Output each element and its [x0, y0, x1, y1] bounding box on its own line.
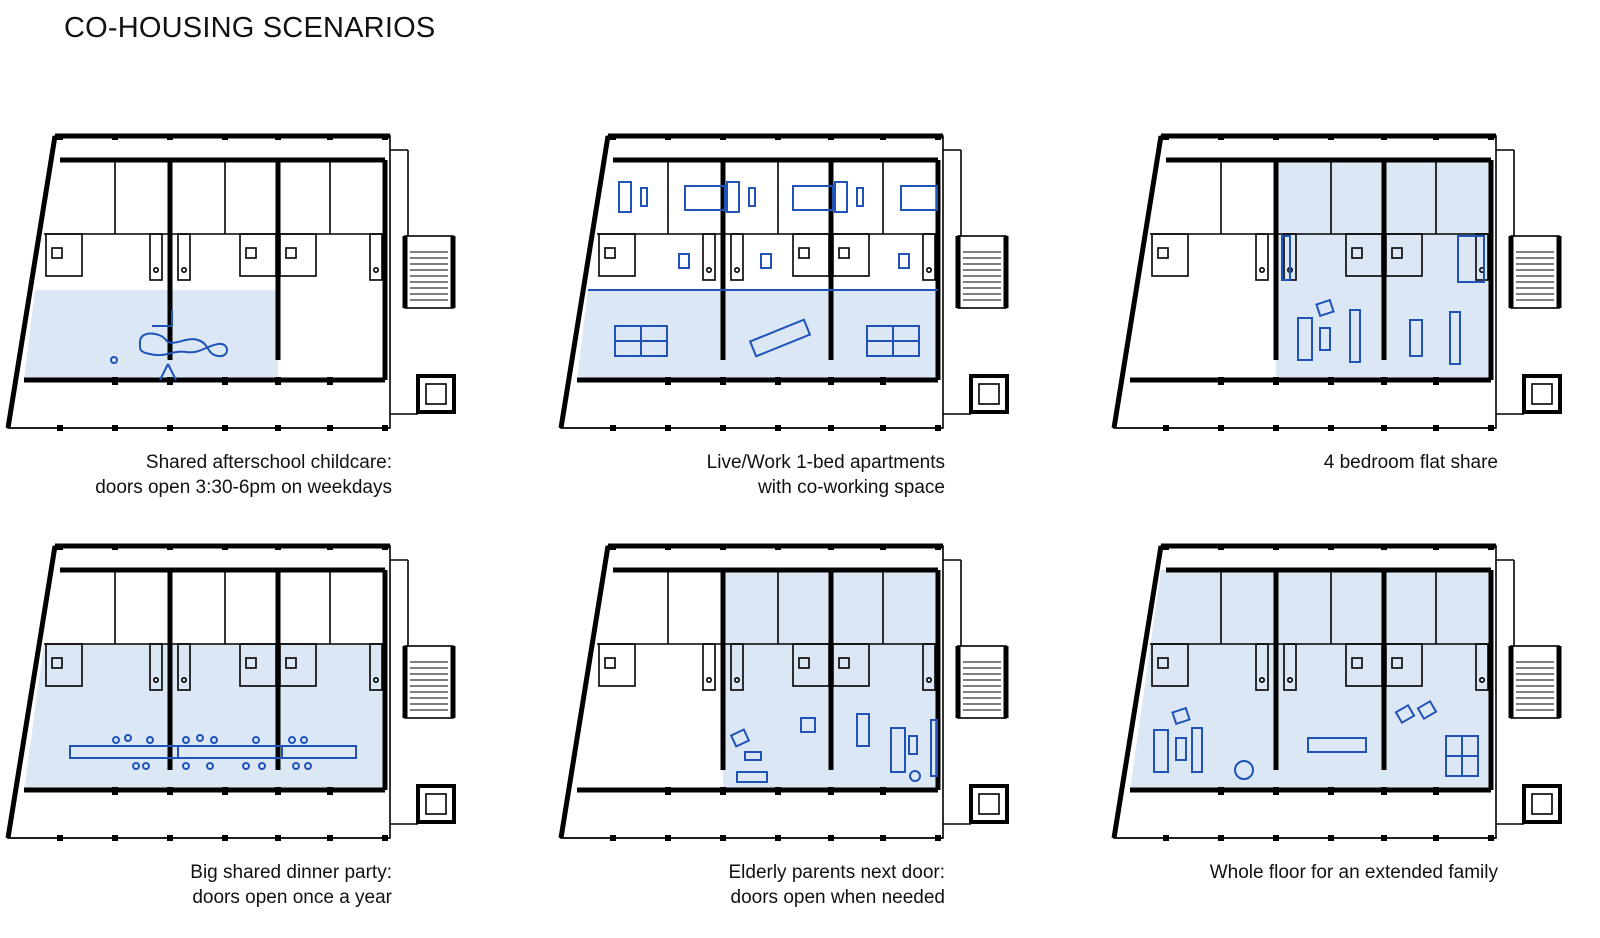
- scenario-caption-dinner-party: Big shared dinner party: doors open once…: [0, 860, 392, 910]
- shared-zone: [577, 290, 938, 380]
- page-title: CO-HOUSING SCENARIOS: [64, 12, 436, 44]
- caption-line-2: doors open once a year: [192, 887, 392, 908]
- caption-line-1: Elderly parents next door:: [728, 862, 945, 883]
- scenario-caption-live-work: Live/Work 1-bed apartments with co-worki…: [505, 450, 945, 500]
- floor-plan-extended-family: [1106, 540, 1586, 841]
- caption-line-1: Big shared dinner party:: [190, 862, 392, 883]
- desk-furniture: [588, 181, 938, 358]
- caption-line-1: Shared afterschool childcare:: [145, 452, 392, 473]
- floor-plan-live-work: [553, 130, 1033, 431]
- family-furniture: [1153, 699, 1479, 780]
- floor-plan-drawing: [1111, 543, 1562, 841]
- caption-line-1: 4 bedroom flat share: [1323, 452, 1498, 473]
- elderly-furniture: [729, 713, 938, 783]
- scenario-caption-elderly-parents: Elderly parents next door: doors open wh…: [505, 860, 945, 910]
- floor-plan-elderly-parents: [553, 540, 1033, 841]
- caption-line-1: Live/Work 1-bed apartments: [706, 452, 945, 473]
- plan-base: [1111, 133, 1562, 431]
- shared-zone: [24, 644, 385, 790]
- floor-plan-drawing: [558, 133, 1009, 431]
- scenario-caption-extended-family: Whole floor for an extended family: [1058, 860, 1498, 885]
- scenario-caption-flat-share: 4 bedroom flat share: [1058, 450, 1498, 475]
- caption-line-1: Whole floor for an extended family: [1209, 862, 1498, 883]
- floor-plan-drawing: [5, 133, 456, 431]
- floor-plan-drawing: [5, 543, 456, 841]
- plan-base: [558, 133, 1009, 431]
- floor-plan-drawing: [1111, 133, 1562, 431]
- plan-base: [5, 543, 456, 841]
- plan-base: [558, 543, 1009, 841]
- plan-base: [1111, 543, 1562, 841]
- shared-zone: [24, 290, 278, 380]
- caption-line-2: with co-working space: [758, 477, 945, 498]
- floor-plan-childcare: [0, 130, 480, 431]
- flat-share-furniture: [1281, 235, 1485, 365]
- play-track-furniture: [110, 310, 228, 381]
- caption-line-2: doors open when needed: [730, 887, 945, 908]
- plan-base: [5, 133, 456, 431]
- shared-zone: [1130, 570, 1491, 790]
- long-table-furniture: [69, 734, 357, 770]
- floor-plan-flat-share: [1106, 130, 1586, 431]
- floor-plan-drawing: [558, 543, 1009, 841]
- caption-line-2: doors open 3:30-6pm on weekdays: [95, 477, 392, 498]
- scenario-caption-childcare: Shared afterschool childcare: doors open…: [0, 450, 392, 500]
- floor-plan-dinner-party: [0, 540, 480, 841]
